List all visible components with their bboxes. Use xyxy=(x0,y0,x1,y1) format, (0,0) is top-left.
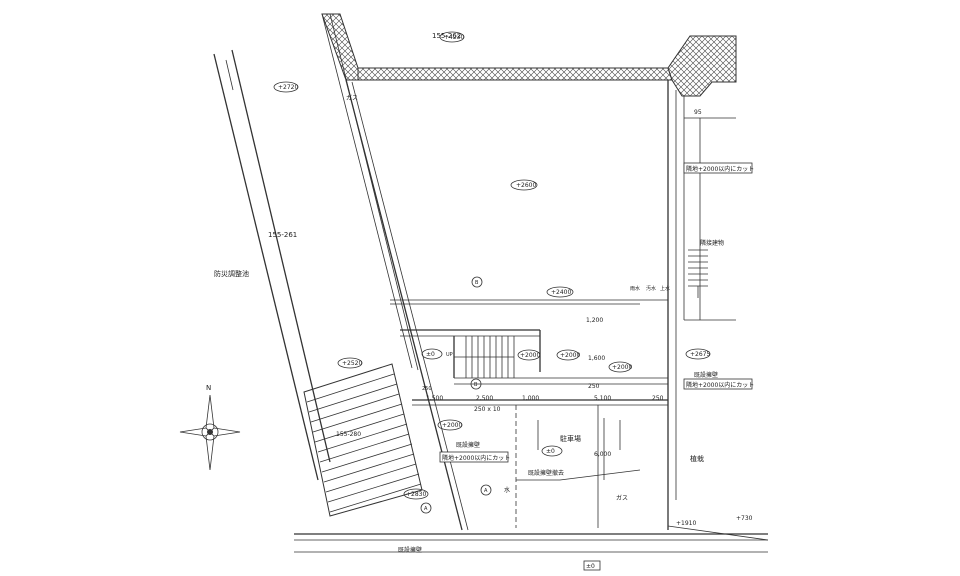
cut-note-top-box xyxy=(683,162,753,174)
compass-rose xyxy=(179,394,241,471)
dim-1500: 1,500 xyxy=(426,395,443,402)
cut-note-top: 隣地+2000以内にカット xyxy=(686,165,754,173)
label-retaining-wall-right: 既設擁壁 xyxy=(694,371,718,379)
label-drain-3: 上水 xyxy=(660,285,670,292)
label-adjacent-building: 隣接建物 xyxy=(700,239,724,247)
lower-left-stair xyxy=(303,363,423,517)
label-planting: 植栽 xyxy=(690,454,704,463)
left-hatched-wall xyxy=(321,13,359,81)
platform-outline xyxy=(390,299,668,406)
label-water: 水 xyxy=(504,486,510,494)
cut-note-mid-box xyxy=(683,378,753,390)
level-2830: +2830 xyxy=(406,491,426,498)
dim-250x10: 250 x 10 xyxy=(474,406,501,413)
level-symbols xyxy=(273,31,711,500)
label-gas-top: ガス xyxy=(346,94,358,102)
right-hatched-wall xyxy=(667,35,737,97)
center-stair xyxy=(454,336,515,378)
dim-1200: 1,200 xyxy=(586,317,603,324)
label-drain-1: 雨水 xyxy=(630,285,640,292)
level-pm0-c: ±0 xyxy=(586,563,595,570)
parking-area xyxy=(515,405,641,528)
dim-1600: 1,600 xyxy=(588,355,605,362)
dim-1000: 1,000 xyxy=(522,395,539,402)
label-lot-top: 155-262 xyxy=(432,32,461,40)
level-2000-b: +2000 xyxy=(560,352,580,359)
marker-a1: A xyxy=(424,506,428,512)
level-2400: +2400 xyxy=(551,289,571,296)
level-730: +730 xyxy=(736,515,753,522)
dim-250-c: 250 xyxy=(588,383,600,390)
level-pm0-a: ±0 xyxy=(426,351,435,358)
slanted-boundary-strip xyxy=(213,13,469,531)
cut-note-mid: 隣地+2000以内にカット xyxy=(686,381,754,389)
level-2720: +2720 xyxy=(278,84,298,91)
pm0-bottom-box xyxy=(583,560,601,571)
level-1910: +1910 xyxy=(676,520,696,527)
dim-250-b: 250 xyxy=(652,395,664,402)
label-gas-bottom: ガス xyxy=(616,494,628,502)
level-2600: +2600 xyxy=(516,182,536,189)
dim-95: 95 xyxy=(694,109,702,116)
label-disaster-pond: 防災調整池 xyxy=(214,269,249,278)
level-2675: +2675 xyxy=(690,351,710,358)
level-2000-c: +2000 xyxy=(612,364,632,371)
level-pm0-b: ±0 xyxy=(546,448,555,455)
cut-note-left-box xyxy=(439,451,509,463)
bottom-road xyxy=(294,525,769,553)
compass-north-label: N xyxy=(206,384,211,392)
label-retaining-wall-bottom: 既設擁壁 xyxy=(398,546,422,554)
cut-note-left: 隣地+2000以内にカット xyxy=(442,454,510,462)
label-wall-foundation-removal: 既設擁壁撤去 xyxy=(528,469,564,477)
level-2000-a: +2000 xyxy=(520,352,540,359)
right-boundary xyxy=(667,80,736,530)
dim-5100: 5,100 xyxy=(594,395,611,402)
label-lot-left: 155-261 xyxy=(268,231,297,239)
level-4230: +4230 xyxy=(444,34,464,41)
marker-b1: B xyxy=(475,280,479,286)
marker-a2: A xyxy=(484,488,488,494)
label-drain-2: 汚水 xyxy=(646,285,656,292)
label-lot-stair: 155-280 xyxy=(336,431,361,438)
dim-6000: 6,000 xyxy=(594,451,611,458)
level-2520: +2520 xyxy=(342,360,362,367)
dim-250-a: 250 xyxy=(422,386,432,392)
level-2000-d: +2000 xyxy=(442,422,462,429)
label-retaining-wall-mid: 既設擁壁 xyxy=(456,441,480,449)
adjacent-building-steps xyxy=(688,249,708,298)
dim-2500: 2,500 xyxy=(476,395,493,402)
label-parking: 駐車場 xyxy=(560,434,581,443)
label-up: UP xyxy=(446,352,453,358)
marker-b2: B xyxy=(474,382,478,388)
top-hatched-wall xyxy=(357,67,673,81)
